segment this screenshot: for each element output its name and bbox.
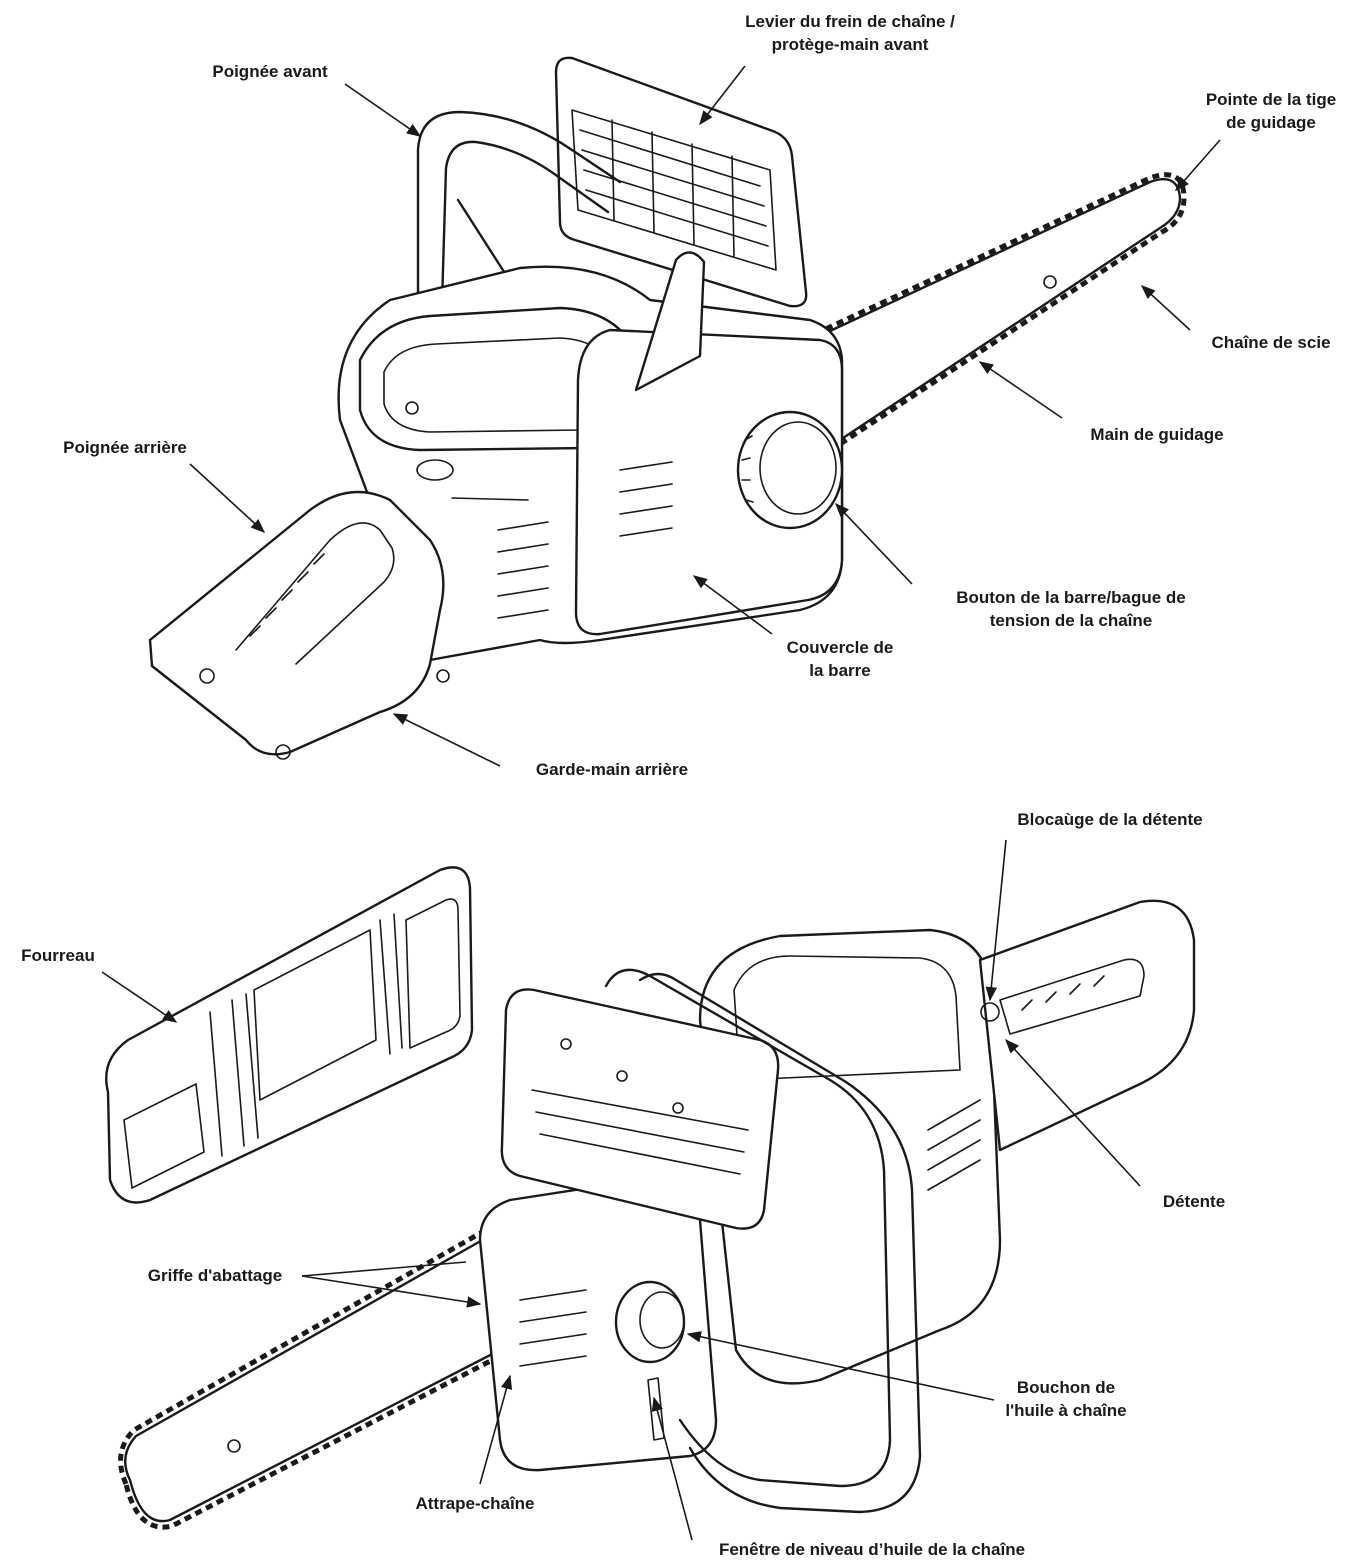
label-oil-level-window: Fenêtre de niveau d’huile de la chaîne [682,1538,1062,1561]
label-line: Couvercle de [786,638,894,657]
label-front-handle: Poignée avant [180,60,360,83]
top-view-drawing [148,56,1187,760]
label-trigger-lockout: Blocaùge de la détente [980,808,1240,831]
bottom-sprocket-cover [478,1178,718,1472]
top-front-handle [416,110,622,306]
label-scabbard: Fourreau [6,944,110,967]
label-line: Chaîne de scie [1211,333,1331,352]
label-bar-cover: Couvercle de la barre [760,636,920,682]
label-chain-brake-lever: Levier du frein de chaîne / protège-main… [700,10,1000,56]
label-rear-handle: Poignée arrière [30,436,220,459]
top-motor-body [337,251,844,662]
leader-lines [101,65,1221,1541]
label-line: tension de la chaîne [989,611,1153,630]
label-line: Fenêtre de niveau d’huile de la chaîne [718,1540,1026,1559]
bottom-motor-housing [698,899,1196,1385]
bottom-view-drawing [105,866,1196,1530]
label-guide-bar: Main de guidage [1062,423,1252,446]
label-line: Poignée arrière [63,438,187,457]
label-line: Garde-main arrière [535,760,689,779]
label-line: la barre [809,661,871,680]
label-line: Pointe de la tige [1205,90,1337,109]
label-line: Griffe d'abattage [147,1266,283,1285]
bottom-front-guard [500,988,780,1230]
label-line: Bouton de la barre/bague de [956,588,1186,607]
label-guide-bar-tip: Pointe de la tige de guidage [1186,88,1356,134]
bottom-front-handle [604,968,922,1514]
top-guide-bar [813,172,1187,447]
label-line: Attrape-chaîne [415,1494,535,1513]
label-trigger: Détente [1134,1190,1254,1213]
label-chain-catcher: Attrape-chaîne [390,1492,560,1515]
scabbard-drawing [105,866,474,1204]
label-line: de guidage [1226,113,1316,132]
label-line: l'huile à chaîne [1005,1401,1127,1420]
label-chain-oil-cap: Bouchon de l'huile à chaîne [966,1376,1166,1422]
label-saw-chain: Chaîne de scie [1186,331,1356,354]
label-rear-hand-guard: Garde-main arrière [502,758,722,781]
label-line: Poignée avant [212,62,328,81]
label-line: Blocaùge de la détente [1017,810,1203,829]
label-bar-knob-tension-ring: Bouton de la barre/bague de tension de l… [916,586,1226,632]
label-line: Levier du frein de chaîne / [745,12,955,31]
top-rear-handle [148,490,450,760]
label-bumper-spike: Griffe d'abattage [120,1264,310,1287]
label-line: Main de guidage [1090,425,1224,444]
label-line: Détente [1162,1192,1226,1211]
label-line: Fourreau [21,946,95,965]
label-line: protège-main avant [771,35,929,54]
label-line: Bouchon de [1016,1378,1116,1397]
top-front-hand-guard [554,56,808,308]
